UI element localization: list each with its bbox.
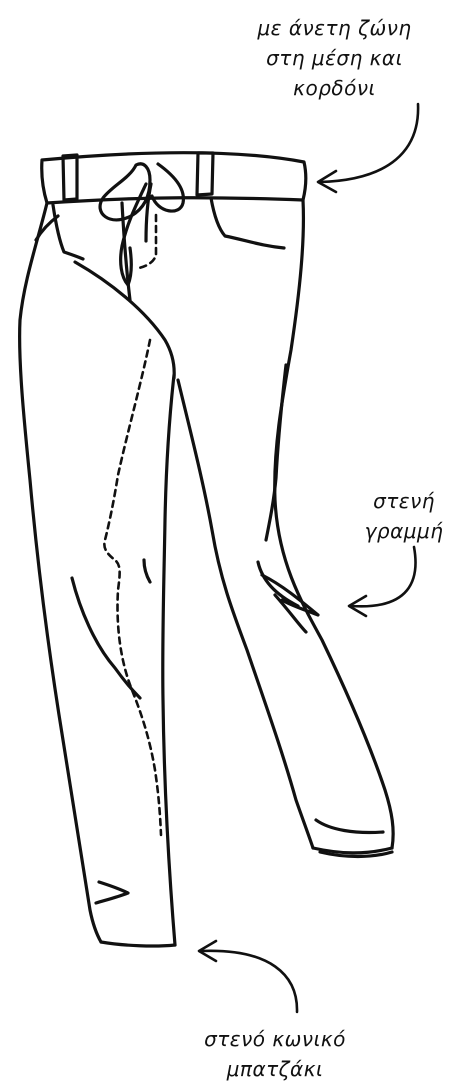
left-outseam [20, 203, 101, 942]
left-pocket [53, 205, 83, 259]
arrow-icon [318, 104, 418, 192]
tapered-leg-annotation-line-2: μπατζάκι [175, 1054, 375, 1084]
left-inseam [163, 375, 175, 945]
arrow-icon [349, 547, 416, 616]
waist-annotation: με άνετη ζώνη στη μέση και κορδόνι [222, 13, 447, 103]
trousers-icon [20, 153, 394, 946]
right-hem-cuff [316, 820, 383, 833]
waist-annotation-line-2: στη μέση και [222, 43, 447, 73]
left-knee-crease [72, 578, 140, 698]
slim-fit-annotation-line-2: γραμμή [356, 516, 452, 546]
slim-fit-annotation: στενή γραμμή [356, 486, 452, 546]
waist-annotation-line-1: με άνετη ζώνη [222, 13, 447, 43]
inseam-stitch [104, 340, 161, 835]
waist-annotation-line-3: κορδόνι [222, 73, 447, 103]
belt-loop-right [197, 153, 213, 195]
slim-arrow [351, 547, 416, 606]
left-hem [101, 942, 175, 946]
drawstring-right-loop [152, 164, 183, 211]
left-knee-short [144, 560, 150, 582]
right-pocket [211, 198, 284, 248]
stitching [104, 215, 161, 835]
arrow-icon [199, 941, 297, 1012]
left-ankle-crease [96, 882, 128, 903]
tapered-leg-annotation: στενό κωνικό μπατζάκι [175, 1024, 375, 1084]
knee-crease-2 [262, 575, 318, 615]
slim-fit-annotation-line-1: στενή [356, 486, 452, 516]
belt-loop-left [63, 155, 77, 200]
arrows [199, 104, 418, 1012]
tapered-leg-annotation-line-1: στενό κωνικό [175, 1024, 375, 1054]
drawstring-tail-right [146, 184, 151, 241]
